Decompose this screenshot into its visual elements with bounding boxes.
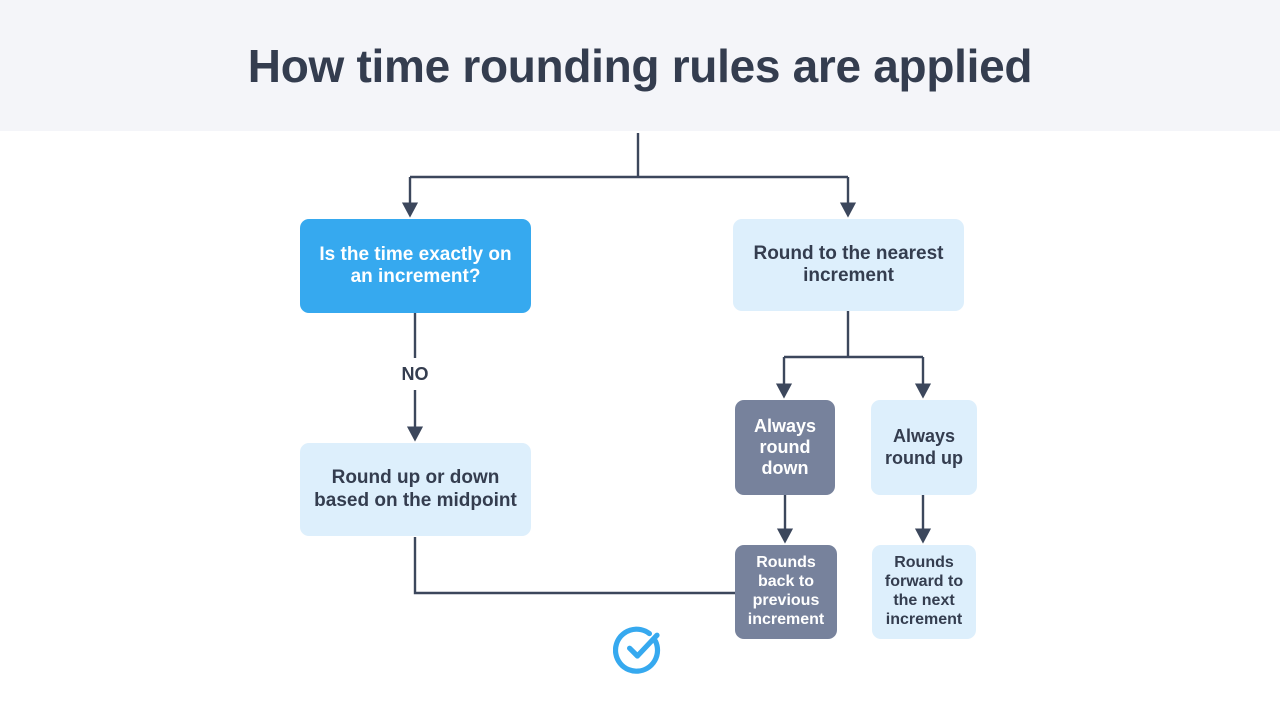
header-band xyxy=(0,0,1280,131)
check-circle-icon xyxy=(613,626,661,674)
node-rounds-forward-to-next-increment[interactable]: Rounds forward to the next increment xyxy=(872,545,976,639)
page-title: How time rounding rules are applied xyxy=(247,39,1033,92)
node-round-up-or-down-based-on-midpoint[interactable]: Round up or down based on the midpoint xyxy=(300,443,531,536)
edge-label-no: NO xyxy=(401,364,429,384)
node-always-round-down[interactable]: Always round down xyxy=(735,400,835,495)
node-is-time-exactly-on-increment[interactable]: Is the time exactly on an increment? xyxy=(300,219,531,313)
node-always-round-up[interactable]: Always round up xyxy=(871,400,977,495)
node-round-to-nearest-increment[interactable]: Round to the nearest increment xyxy=(733,219,964,311)
edge-midpoint-to-rounds-back xyxy=(413,537,736,595)
node-rounds-back-to-previous-increment[interactable]: Rounds back to previous increment xyxy=(735,545,837,639)
